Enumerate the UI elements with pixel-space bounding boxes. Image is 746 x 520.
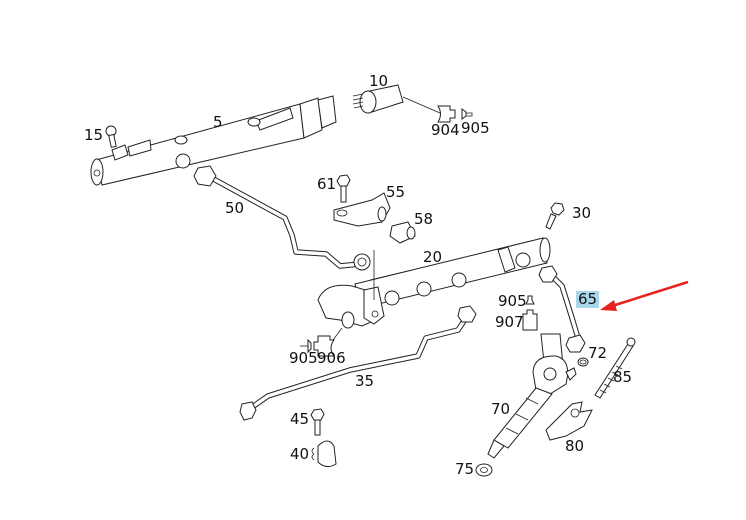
callout-72[interactable]: 72 — [588, 344, 608, 362]
callout-904[interactable]: 904 — [431, 121, 460, 139]
callout-61[interactable]: 61 — [317, 175, 337, 193]
part-905-pin-left[interactable] — [300, 338, 312, 354]
part-55-bracket[interactable] — [333, 192, 391, 227]
part-30-bolt[interactable] — [545, 202, 565, 230]
callout-65-highlighted[interactable]: 65 — [576, 290, 600, 308]
part-75-washer[interactable] — [475, 463, 493, 477]
part-904-connector[interactable] — [437, 105, 456, 123]
callout-50[interactable]: 50 — [225, 199, 245, 217]
callout-58[interactable]: 58 — [414, 210, 434, 228]
callout-70[interactable]: 70 — [491, 400, 511, 418]
part-58-grommet[interactable] — [389, 221, 416, 244]
part-61-bolt[interactable] — [336, 174, 351, 203]
callout-905-top[interactable]: 905 — [461, 119, 490, 137]
highlight-arrow — [600, 280, 689, 311]
callout-30[interactable]: 30 — [572, 204, 592, 222]
callout-906[interactable]: 906 — [317, 349, 346, 367]
callout-55[interactable]: 55 — [386, 183, 406, 201]
part-50-fuel-line[interactable] — [193, 165, 371, 271]
callout-85[interactable]: 85 — [613, 368, 633, 386]
callout-905-left[interactable]: 905 — [289, 349, 318, 367]
part-35-fuel-line[interactable] — [239, 305, 477, 421]
part-905-pin-mid[interactable] — [525, 295, 535, 305]
part-45-bolt[interactable] — [310, 408, 325, 436]
callout-15[interactable]: 15 — [84, 126, 104, 144]
part-15-bolt[interactable] — [105, 125, 117, 148]
callout-10[interactable]: 10 — [369, 72, 389, 90]
part-85-stud-bolt[interactable] — [594, 337, 636, 399]
part-20-fuel-rail-lower[interactable] — [317, 237, 551, 345]
callout-5[interactable]: 5 — [213, 113, 223, 131]
part-5-fuel-rail-upper[interactable] — [90, 95, 337, 186]
part-40-clip[interactable] — [311, 440, 337, 468]
callout-75[interactable]: 75 — [455, 460, 475, 478]
callout-905-mid[interactable]: 905 — [498, 292, 527, 310]
part-905-pin-top[interactable] — [461, 108, 473, 120]
part-906-connector[interactable] — [313, 335, 335, 357]
callout-907[interactable]: 907 — [495, 313, 524, 331]
part-72-seal-ring[interactable] — [577, 357, 589, 367]
callout-80[interactable]: 80 — [565, 437, 585, 455]
part-80-clamp[interactable] — [545, 401, 593, 441]
callout-40[interactable]: 40 — [290, 445, 310, 463]
part-65-injector-line[interactable] — [538, 265, 586, 353]
callout-35[interactable]: 35 — [355, 372, 375, 390]
part-907-connector[interactable] — [522, 309, 538, 331]
part-70-injector[interactable] — [487, 333, 577, 459]
callout-20[interactable]: 20 — [423, 248, 443, 266]
callout-45[interactable]: 45 — [290, 410, 310, 428]
part-10-pressure-sensor[interactable] — [352, 84, 441, 114]
